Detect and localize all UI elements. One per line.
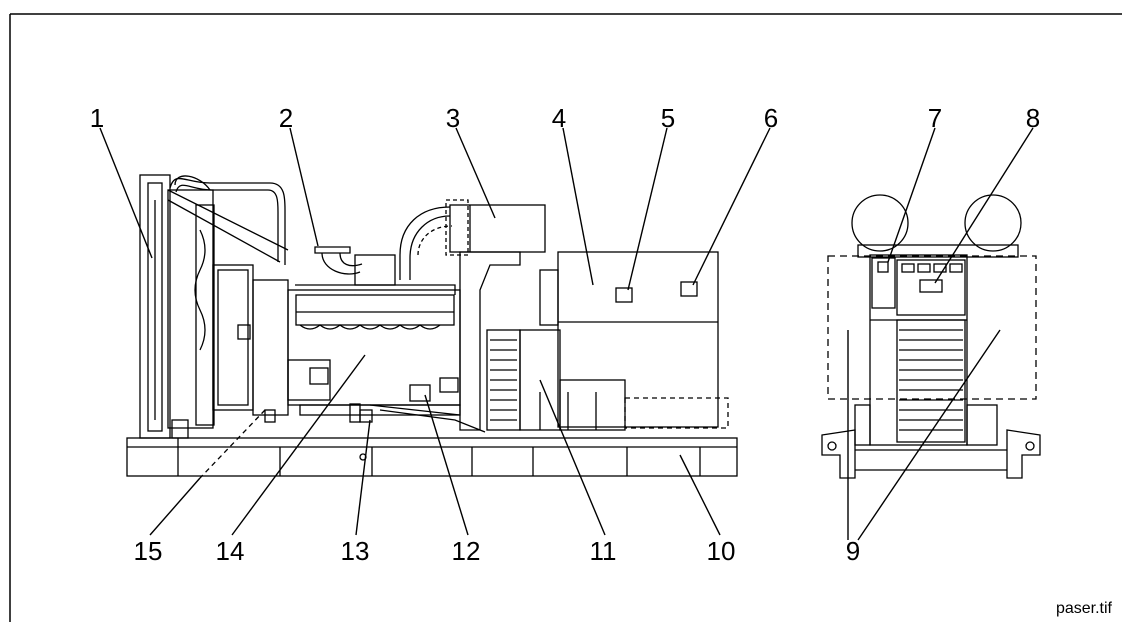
lower-connections [349,377,486,433]
callout-8: 8 [1025,103,1041,133]
callout-13: 13 [340,536,370,566]
fan-housing [212,264,289,423]
adapter-housing [459,251,561,431]
front-grille [896,319,966,443]
border-frame [9,13,1122,622]
engine-block [287,284,461,416]
callout-1: 1 [89,103,105,133]
filename-label: paser.tif [1055,600,1112,617]
callout-15: 15 [133,536,163,566]
callout-10: 10 [706,536,736,566]
alternator [539,251,729,431]
skid-base [126,437,738,477]
radiator [139,174,289,439]
callout-14: 14 [215,536,245,566]
front-view [821,194,1041,479]
side-view [126,174,738,479]
coolant-pipe [169,177,286,265]
callout-9: 9 [845,536,861,566]
callout-3: 3 [445,103,461,133]
callout-5: 5 [660,103,676,133]
air-cleaner [445,199,546,256]
callout-4: 4 [551,103,567,133]
callout-7: 7 [927,103,943,133]
callout-2: 2 [278,103,294,133]
callout-12: 12 [451,536,481,566]
callout-11: 11 [589,536,617,566]
leader-lines [99,127,1034,541]
callout-6: 6 [763,103,779,133]
exhaust-elbow [314,206,453,286]
